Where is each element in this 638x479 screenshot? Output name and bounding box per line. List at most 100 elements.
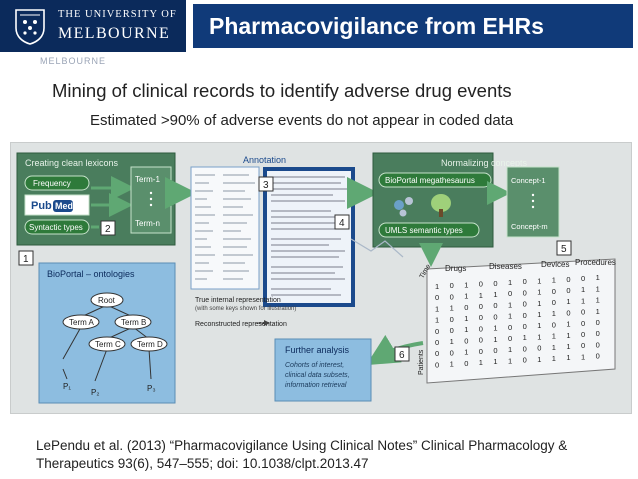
matrix-cell: 1 <box>464 325 468 334</box>
matrix-cell: 1 <box>596 273 600 282</box>
slide-subsubtitle: Estimated >90% of adverse events do not … <box>90 112 513 129</box>
ontology-root: Root <box>98 296 116 305</box>
matrix-cell: 1 <box>537 355 541 364</box>
matrix-cell: 1 <box>464 292 468 301</box>
frequency-pill: Frequency <box>33 179 71 188</box>
patient-matrix: Time Patients Drugs Diseases Devices Pro… <box>418 258 616 383</box>
matrix-cell: 0 <box>596 329 600 338</box>
ontology-term-b: Term B <box>121 318 146 327</box>
analysis-line-3: information retrieval <box>285 382 347 389</box>
matrix-cell: 0 <box>479 347 483 356</box>
matrix-cell: 1 <box>537 321 541 330</box>
matrix-header-diseases: Diseases <box>489 262 522 271</box>
matrix-cell: 0 <box>523 322 527 331</box>
umls-semantic-types-pill: UMLS semantic types <box>385 226 463 235</box>
matrix-cell: 0 <box>479 313 483 322</box>
analysis-line-1: Cohorts of interest, <box>285 362 344 369</box>
ontologies-panel: BioPortal – ontologies Root Term A Term … <box>39 263 175 403</box>
matrix-cell: 0 <box>566 286 570 295</box>
matrix-cell: 1 <box>581 296 585 305</box>
concept-m-label: Concept-m <box>511 222 548 231</box>
matrix-cell: 0 <box>566 308 570 317</box>
matrix-cell: 0 <box>493 279 497 288</box>
ontology-p1: P₁ <box>63 382 71 391</box>
matrix-cell: 0 <box>523 277 527 286</box>
analysis-line-2: clinical data subsets, <box>285 372 350 379</box>
patients-axis-label: Patients <box>418 349 425 375</box>
ontology-term-d: Term D <box>137 340 163 349</box>
matrix-cell: 0 <box>523 356 527 365</box>
step-6-label: 6 <box>399 350 405 361</box>
matrix-cell: 0 <box>435 349 439 358</box>
matrix-cell: 1 <box>435 304 439 313</box>
matrix-cell: 0 <box>537 344 541 353</box>
matrix-cell: 1 <box>479 291 483 300</box>
matrix-cell: 1 <box>493 324 497 333</box>
matrix-cell: 0 <box>435 327 439 336</box>
matrix-cell: 0 <box>435 360 439 369</box>
matrix-cell: 1 <box>596 284 600 293</box>
matrix-cell: 0 <box>464 336 468 345</box>
matrix-cell: 1 <box>464 314 468 323</box>
university-name-line2: MELBOURNE <box>58 25 170 43</box>
matrix-cell: 1 <box>566 297 570 306</box>
matrix-cell: 1 <box>552 309 556 318</box>
matrix-cell: 1 <box>581 352 585 361</box>
matrix-cell: 0 <box>464 303 468 312</box>
ontology-p2: P₂ <box>91 388 99 397</box>
step-2-label: 2 <box>105 224 111 235</box>
matrix-cell: 1 <box>508 300 512 309</box>
slide-subtitle: Mining of clinical records to identify a… <box>52 80 512 102</box>
matrix-cell: 1 <box>464 348 468 357</box>
matrix-header-procedures: Procedures <box>575 258 616 267</box>
matrix-cell: 0 <box>581 319 585 328</box>
matrix-cell: 0 <box>450 292 454 301</box>
matrix-cell: 1 <box>435 282 439 291</box>
slide-title-box: Pharmacovigilance from EHRs <box>191 4 633 48</box>
true-representation-label: True internal representation <box>195 297 281 304</box>
matrix-cell: 1 <box>537 332 541 341</box>
matrix-cell: 0 <box>581 308 585 317</box>
matrix-cell: 1 <box>581 285 585 294</box>
matrix-cell: 1 <box>493 357 497 366</box>
matrix-cell: 1 <box>552 276 556 285</box>
matrix-cell: 1 <box>552 343 556 352</box>
concept-1-label: Concept-1 <box>511 176 546 185</box>
syntactic-types-pill: Syntactic types <box>29 223 83 232</box>
matrix-cell: 0 <box>508 334 512 343</box>
matrix-cell: 0 <box>581 341 585 350</box>
annotation-title: Annotation <box>243 155 286 165</box>
matrix-cell: 0 <box>493 301 497 310</box>
matrix-cell: 0 <box>450 326 454 335</box>
matrix-cell: 0 <box>450 315 454 324</box>
university-logo: THE UNIVERSITY OF MELBOURNE <box>0 0 186 52</box>
matrix-cell: 0 <box>581 330 585 339</box>
analysis-title: Further analysis <box>285 345 350 355</box>
matrix-cell: 0 <box>596 318 600 327</box>
ontologies-title: BioPortal – ontologies <box>47 269 135 279</box>
matrix-cell: 0 <box>435 293 439 302</box>
term-n-label: Term-n <box>135 219 160 228</box>
matrix-cell: 0 <box>596 340 600 349</box>
matrix-cell: 0 <box>479 336 483 345</box>
matrix-cell: 1 <box>566 320 570 329</box>
matrix-header-drugs: Drugs <box>445 264 466 273</box>
matrix-cell: 0 <box>552 298 556 307</box>
matrix-cell: 1 <box>537 276 541 285</box>
ontology-p3: P₃ <box>147 384 156 393</box>
pipeline-figure: Creating clean lexicons Frequency Pub Me… <box>10 142 632 414</box>
matrix-cell: 0 <box>581 274 585 283</box>
matrix-cell: 1 <box>596 307 600 316</box>
matrix-cell: 0 <box>596 352 600 361</box>
bioportal-megathesaurus-pill: BioPortal megathesaurus <box>385 176 475 185</box>
matrix-cell: 0 <box>450 281 454 290</box>
matrix-cell: 0 <box>508 323 512 332</box>
matrix-cell: 1 <box>566 353 570 362</box>
matrix-cell: 1 <box>508 356 512 365</box>
normalizing-panel: Normalizing concepts BioPortal megathesa… <box>351 153 571 261</box>
matrix-cell: 0 <box>508 289 512 298</box>
matrix-cell: 0 <box>464 359 468 368</box>
true-representation-note: (with some keys shown for illustration) <box>195 306 296 312</box>
ontology-term-c: Term C <box>95 340 121 349</box>
matrix-cell: 0 <box>566 275 570 284</box>
